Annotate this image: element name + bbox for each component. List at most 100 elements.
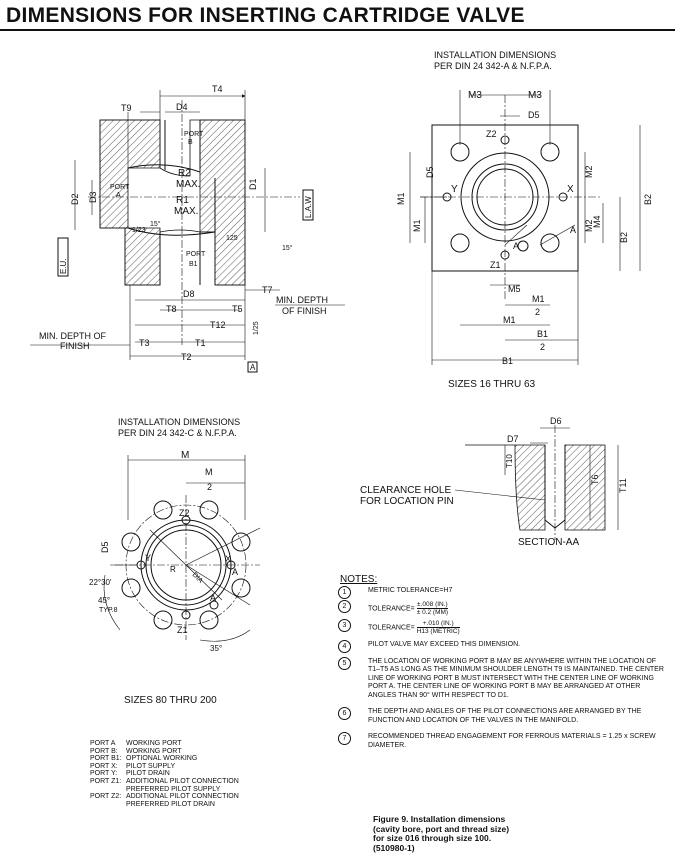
note-5: 5 THE LOCATION OF WORKING PORT B MAY BE … [338, 656, 668, 701]
label-t8: T8 [166, 304, 177, 314]
label-r2: R2 [178, 168, 191, 179]
label-r1-max: MAX. [174, 206, 198, 217]
note-2: 2 TOLERANCE= ±.008 (IN.) ± 0.2 (MM) [338, 600, 668, 616]
min-depth-left-2: FINISH [60, 341, 90, 351]
note-text: THE DEPTH AND ANGLES OF THE PILOT CONNEC… [368, 708, 642, 724]
notes-block: NOTES: 1 METRIC TOLERANCE=H7 2 TOLERANCE… [338, 574, 668, 754]
install-top-line1: INSTALLATION DIMENSIONS [434, 50, 556, 60]
label-d8: D8 [183, 289, 195, 299]
port-value: PREFERRED PILOT DRAIN [126, 800, 215, 808]
label-port-a-letter: A [116, 192, 121, 199]
label-t2: T2 [181, 352, 192, 362]
label-123: 1/23 [132, 227, 146, 234]
label-15deg-a: 15° [150, 220, 161, 228]
port-value: PILOT SUPPLY [126, 762, 176, 770]
label-t12: T12 [210, 320, 226, 330]
port-key [90, 786, 126, 794]
install-bottom-line1: INSTALLATION DIMENSIONS [118, 417, 240, 427]
label-d4: D4 [176, 102, 188, 112]
port-row: PORT Z2:ADDITIONAL PILOT CONNECTION [90, 793, 239, 801]
label-m3-left: M3 [468, 90, 482, 101]
frac-top: ±.008 (IN.) [416, 601, 449, 609]
port-row: PORT B1:OPTIONAL WORKING [90, 755, 239, 763]
label-port-b: PORT [184, 131, 204, 138]
label-m1-half-vert: M1 [412, 219, 422, 232]
label-125: 125 [226, 235, 238, 242]
notes-heading: NOTES: [340, 574, 378, 585]
label-r2-max: MAX. [176, 179, 200, 190]
port-key: PORT Z2: [90, 793, 122, 801]
port-key: PORT A [90, 740, 116, 747]
plan-view-a: INSTALLATION DIMENSIONS PER DIN 24 342-A… [396, 50, 653, 390]
label-m1-vert: M1 [396, 192, 406, 205]
clearance-line2: FOR LOCATION PIN [360, 496, 454, 507]
label-t1: T1 [195, 338, 206, 348]
label-two-a: 2 [535, 307, 540, 317]
label-m3-right: M3 [528, 90, 542, 101]
port-value: PREFERRED PILOT SUPPLY [126, 785, 221, 793]
label-d5-c: D5 [100, 541, 110, 553]
label-typ8: TYP.8 [99, 607, 118, 614]
port-legend: PORT A WORKING PORT PORT B:WORKING PORT P… [90, 740, 239, 808]
note-number: 5 [338, 656, 351, 670]
label-d7: D7 [507, 434, 519, 444]
tolerance-fraction: +.010 (IN.) H13 (METRIC) [416, 620, 460, 635]
note-7: 7 RECOMMENDED THREAD ENGAGEMENT FOR FERR… [338, 732, 668, 750]
label-b2: B2 [643, 194, 653, 205]
note-label: TOLERANCE= [368, 605, 415, 613]
label-dia: DIA [191, 571, 204, 584]
label-t11: T11 [618, 478, 628, 493]
min-depth-right-1: MIN. DEPTH [276, 295, 328, 305]
note-6: 6 THE DEPTH AND ANGLES OF THE PILOT CONN… [338, 707, 668, 725]
label-t4: T4 [212, 84, 223, 94]
port-row: PREFERRED PILOT SUPPLY [90, 786, 239, 794]
caption-line: (cavity bore, port and thread size) [373, 823, 510, 834]
label-a-c-1: A [232, 567, 238, 577]
port-row: PREFERRED PILOT DRAIN [90, 801, 239, 809]
label-port-a: PORT [110, 184, 130, 191]
note-label: TOLERANCE= [368, 624, 415, 632]
label-t6: T6 [590, 474, 600, 485]
cavity-labels: T4 T9 D4 PORT B R2 MAX. R1 MAX. D1 D2 D3… [39, 84, 328, 373]
note-number: 4 [338, 640, 351, 653]
label-b2-half: B2 [619, 232, 629, 243]
label-d5-left: D5 [425, 166, 435, 178]
cavity-dimensions [30, 90, 345, 360]
label-15deg-b: 15° [282, 244, 293, 252]
page-title: DIMENSIONS FOR INSERTING CARTRIDGE VALVE [6, 4, 525, 27]
plan-view-c: INSTALLATION DIMENSIONS PER DIN 24 342-C… [89, 417, 261, 706]
section-aa-view: D6 D7 T10 T6 T11 CLEARANCE HOLE FOR LOCA… [360, 416, 628, 548]
label-45: 45° [98, 596, 110, 605]
port-key [90, 801, 126, 809]
note-number: 1 [338, 585, 351, 599]
note-text: PILOT VALVE MAY EXCEED THIS DIMENSION. [368, 641, 521, 648]
label-z1-top: Z1 [490, 260, 501, 270]
note-number: 7 [338, 732, 351, 745]
port-value: WORKING PORT [126, 740, 182, 747]
port-key: PORT X: [90, 762, 118, 770]
label-b1-half: B1 [537, 329, 548, 339]
label-m-half: M [205, 467, 213, 477]
note-text: METRIC TOLERANCE=H7 [368, 586, 453, 594]
port-key: PORT B1: [90, 755, 122, 763]
section-aa-label: SECTION-AA [518, 537, 579, 548]
label-d5-top: D5 [528, 110, 540, 120]
label-a-top-2: A [570, 225, 576, 235]
label-22-30: 22°30' [89, 578, 112, 587]
label-d2: D2 [70, 193, 80, 205]
port-value: WORKING PORT [126, 747, 182, 755]
label-m4: M4 [592, 215, 602, 228]
port-row: PORT Z1:ADDITIONAL PILOT CONNECTION [90, 778, 239, 786]
label-t7: T7 [262, 285, 273, 295]
label-a-box: A [250, 363, 256, 372]
label-d1: D1 [248, 178, 258, 190]
frac-bottom: ± 0.2 (MM) [416, 609, 449, 616]
port-value: PILOT DRAIN [126, 770, 170, 778]
label-y-c: Y [145, 553, 151, 563]
port-key: PORT Y: [90, 770, 118, 778]
label-m2-right: M2 [584, 165, 594, 178]
port-row: PORT B:WORKING PORT [90, 748, 239, 756]
label-port-b1-letter: B1 [189, 261, 198, 268]
caption-line: Figure 9. Installation dimensions [373, 814, 506, 824]
